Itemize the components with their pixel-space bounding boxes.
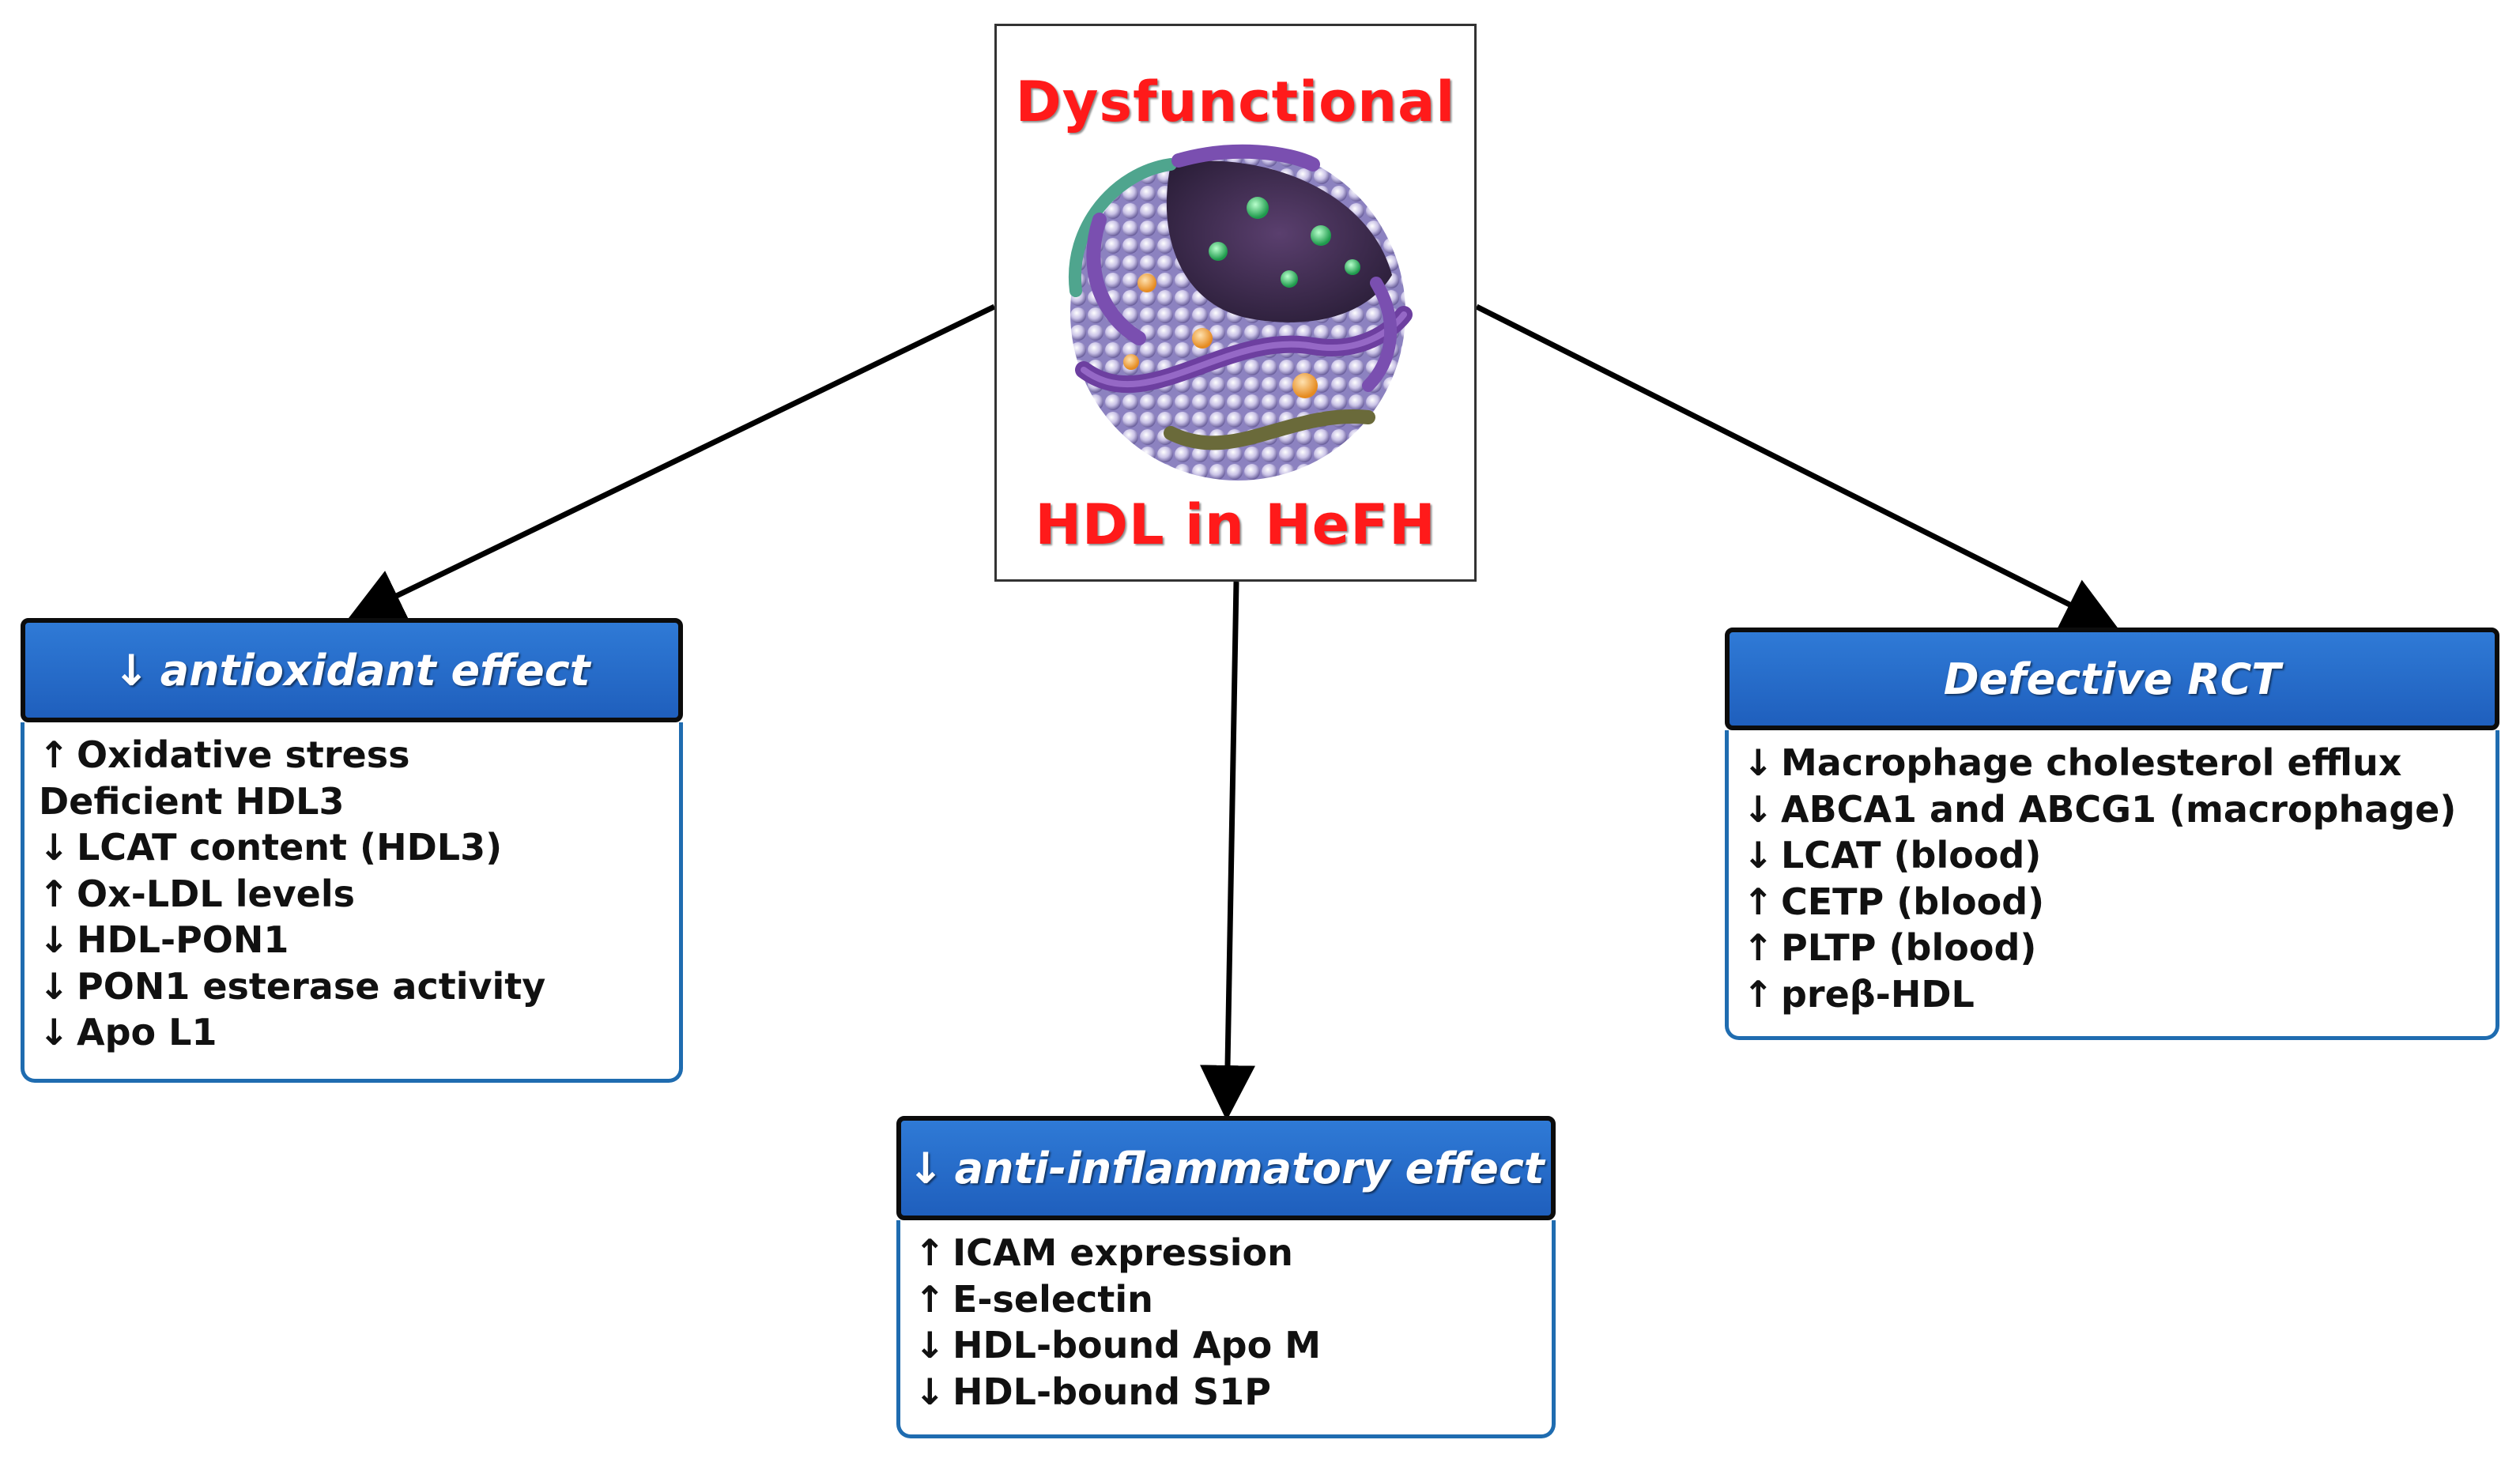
connector-to-defective-rct <box>1475 303 2119 630</box>
list-item: ↑CETP (blood) <box>1743 879 2481 925</box>
trend-arrow-icon: ↓ <box>39 1011 70 1054</box>
list-item: Deficient HDL3 <box>39 778 665 825</box>
trend-arrow-icon: ↑ <box>915 1231 945 1274</box>
trend-arrow-icon: ↑ <box>915 1277 945 1321</box>
list-item-text: PON1 esterase activity <box>77 964 546 1008</box>
list-item: ↑E-selectin <box>915 1276 1537 1323</box>
defective-rct-title: Defective RCT <box>1943 654 2281 704</box>
list-item-text: preβ-HDL <box>1781 972 1975 1016</box>
list-item: ↓HDL-PON1 <box>39 917 665 963</box>
list-item: ↑PLTP (blood) <box>1743 925 2481 971</box>
trend-arrow-icon: ↓ <box>915 1370 945 1413</box>
trend-arrow-icon: ↓ <box>39 826 70 869</box>
list-item-text: Ox-LDL levels <box>77 872 355 915</box>
list-item: ↓Macrophage cholesterol efflux <box>1743 740 2481 786</box>
list-item: ↑Ox-LDL levels <box>39 871 665 918</box>
list-item-text: PLTP (blood) <box>1781 926 2037 969</box>
defective-rct-list: ↓Macrophage cholesterol efflux ↓ABCA1 an… <box>1725 730 2499 1040</box>
trend-arrow-icon: ↓ <box>1743 834 1774 876</box>
center-title-top: Dysfunctional <box>1015 70 1456 134</box>
trend-arrow-icon: ↑ <box>1743 880 1774 923</box>
trend-arrow-icon: ↓ <box>39 964 70 1008</box>
list-item: ↓HDL-bound S1P <box>915 1369 1537 1415</box>
list-item: ↓LCAT (blood) <box>1743 832 2481 879</box>
trend-arrow-icon: ↑ <box>1743 926 1774 969</box>
list-item: ↓HDL-bound Apo M <box>915 1322 1537 1369</box>
list-item: ↑Oxidative stress <box>39 732 665 778</box>
center-title-bottom: HDL in HeFH <box>1035 492 1436 557</box>
anti-inflammatory-effect-title: anti-inflammatory effect <box>954 1143 1545 1193</box>
list-item-text: ABCA1 and ABCG1 (macrophage) <box>1781 787 2457 831</box>
trend-arrow-icon: ↑ <box>39 872 70 915</box>
antioxidant-effect-header: ↓ antioxidant effect <box>21 618 683 722</box>
list-item-text: Macrophage cholesterol efflux <box>1781 741 2402 784</box>
list-item: ↓PON1 esterase activity <box>39 963 665 1010</box>
list-item-text: Oxidative stress <box>77 733 410 776</box>
anti-inflammatory-effect-header: ↓ anti-inflammatory effect <box>896 1116 1556 1220</box>
defective-rct-header: Defective RCT <box>1725 628 2499 730</box>
anti-inflammatory-effect-list: ↑ICAM expression ↑E-selectin ↓HDL-bound … <box>896 1220 1556 1438</box>
list-item-text: E-selectin <box>953 1277 1153 1321</box>
trend-arrow-icon: ↑ <box>1743 972 1774 1016</box>
list-item-text: HDL-bound S1P <box>953 1370 1271 1413</box>
connector-to-anti-inflammatory <box>1200 581 1256 1121</box>
list-item: ↓LCAT content (HDL3) <box>39 824 665 871</box>
down-arrow-icon: ↓ <box>113 645 149 695</box>
list-item-text: Apo L1 <box>77 1011 217 1054</box>
list-item-text: Deficient HDL3 <box>39 779 345 823</box>
list-item-text: LCAT (blood) <box>1781 834 2042 876</box>
antioxidant-effect-title: antioxidant effect <box>160 645 590 695</box>
connector-to-antioxidant <box>347 303 996 621</box>
trend-arrow-icon: ↑ <box>39 733 70 776</box>
list-item: ↑ICAM expression <box>915 1230 1537 1276</box>
list-item: ↓Apo L1 <box>39 1009 665 1056</box>
trend-arrow-icon: ↓ <box>39 918 70 961</box>
list-item: ↓ABCA1 and ABCG1 (macrophage) <box>1743 786 2481 833</box>
down-arrow-icon: ↓ <box>907 1143 944 1193</box>
trend-arrow-icon: ↓ <box>1743 741 1774 784</box>
hdl-particle-illustration <box>1068 144 1413 481</box>
center-node: Dysfunctional <box>994 24 1477 582</box>
list-item: ↑preβ-HDL <box>1743 971 2481 1018</box>
list-item-text: HDL-PON1 <box>77 918 289 961</box>
list-item-text: LCAT content (HDL3) <box>77 826 503 869</box>
antioxidant-effect-list: ↑Oxidative stress Deficient HDL3 ↓LCAT c… <box>21 722 683 1083</box>
trend-arrow-icon: ↓ <box>1743 787 1774 831</box>
list-item-text: HDL-bound Apo M <box>953 1324 1321 1366</box>
list-item-text: ICAM expression <box>953 1231 1293 1274</box>
trend-arrow-icon: ↓ <box>915 1324 945 1366</box>
list-item-text: CETP (blood) <box>1781 880 2045 923</box>
